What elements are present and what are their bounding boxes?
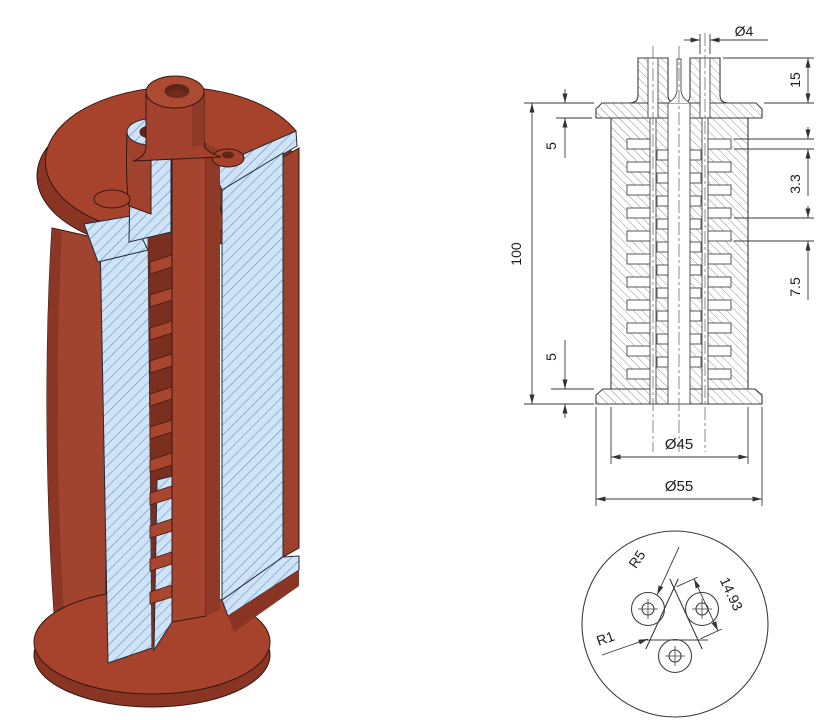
center-cross — [638, 599, 658, 619]
fin-section — [707, 138, 732, 150]
dim-overall-height: 100 — [508, 103, 594, 405]
fin-section — [707, 161, 732, 173]
dim-flange-diameter: Ø55 — [595, 407, 763, 506]
dim-tube-height-label: 15 — [787, 72, 803, 88]
fin-section — [626, 299, 651, 311]
fin-section — [689, 356, 702, 368]
dim-bottom-flange-thickness: 5 — [543, 340, 594, 418]
boss-side-shadow — [192, 92, 204, 147]
dim-bore-label: Ø4 — [735, 23, 754, 39]
dim-corner-radius: R1 — [594, 628, 649, 656]
fin-section — [656, 287, 669, 299]
center-cross — [665, 646, 685, 666]
fin-section — [626, 207, 651, 219]
internal-fins-3d — [149, 254, 173, 605]
center-cross — [692, 599, 712, 619]
fin-section — [626, 276, 651, 288]
core-column — [171, 129, 207, 623]
core-column-shadow — [206, 144, 220, 616]
dim-bore: Ø4 — [684, 23, 768, 54]
fin-section — [656, 310, 669, 322]
fin-section — [689, 241, 702, 253]
hole-boss — [657, 638, 693, 674]
fin-section — [707, 368, 732, 380]
bottom-flange-cut-face-right — [221, 555, 300, 617]
fin-section — [689, 172, 702, 184]
fin-sections — [626, 138, 732, 380]
construction-triangle — [640, 578, 708, 650]
flange-outline-circle — [581, 530, 769, 718]
fin-section — [707, 322, 732, 334]
fin-section — [707, 184, 732, 196]
fin-section — [689, 195, 702, 207]
fin-section — [626, 345, 651, 357]
dim-corner-radius-label: R1 — [594, 628, 616, 649]
fin-section — [689, 264, 702, 276]
fin-section — [707, 276, 732, 288]
wall-cut-face-left — [99, 226, 153, 664]
fin-section — [707, 299, 732, 311]
boss-bore-inner — [168, 89, 186, 98]
fin-section — [626, 161, 651, 173]
fin-section — [626, 138, 651, 150]
fin-section — [626, 230, 651, 242]
fin-section — [626, 253, 651, 265]
dim-hole-spacing-label: 14.93 — [717, 575, 746, 614]
fin-section — [656, 195, 669, 207]
fin-section — [656, 333, 669, 345]
fin-section — [626, 368, 651, 380]
dim-fin-thickness: 3.3 — [734, 127, 814, 196]
section-view: Ø4 15 3.3 7.5 5 — [508, 23, 814, 506]
fin-section — [707, 207, 732, 219]
dim-top-flange-thickness-label: 5 — [543, 142, 559, 150]
bottom-view: 14.93 R5 R1 — [581, 530, 769, 718]
dim-fin-thickness-label: 3.3 — [787, 174, 803, 194]
tube-bore-hole-right — [222, 151, 234, 159]
fin-section — [689, 310, 702, 322]
tube-fillet-pad-left — [93, 189, 131, 209]
fin-section — [689, 287, 702, 299]
fin-section — [656, 356, 669, 368]
fin-section — [689, 149, 702, 161]
fin-section — [656, 264, 669, 276]
dim-tube-height: 15 — [723, 57, 814, 104]
fin-section — [656, 241, 669, 253]
fin-section — [707, 345, 732, 357]
fin-section — [689, 333, 702, 345]
dim-top-flange-thickness: 5 — [524, 89, 594, 158]
bottom-flange-front-right — [228, 570, 299, 632]
dim-fin-pitch: 7.5 — [734, 206, 814, 300]
dim-boss-radius: R5 — [625, 546, 680, 596]
dim-body-diameter: Ø45 — [610, 407, 749, 464]
dim-flange-diameter-label: Ø55 — [665, 478, 693, 495]
wall-cut-face-right — [221, 152, 284, 601]
outer-shell-left-shadow — [46, 228, 64, 617]
dim-overall-height-label: 100 — [508, 242, 524, 266]
fin-section — [656, 149, 669, 161]
fin-section — [656, 172, 669, 184]
fin-section — [689, 218, 702, 230]
dim-hole-spacing: 14.93 — [676, 575, 746, 640]
dim-body-diameter-label: Ø45 — [665, 436, 693, 453]
dim-bottom-flange-thickness-label: 5 — [543, 353, 559, 361]
dim-boss-radius-label: R5 — [625, 547, 648, 571]
fin-section — [656, 218, 669, 230]
dim-fin-pitch-label: 7.5 — [787, 277, 803, 297]
outer-shell-right-sliver — [282, 147, 300, 558]
fin-section — [707, 230, 732, 242]
fin-section — [626, 184, 651, 196]
fin-section — [707, 253, 732, 265]
fin-section — [626, 322, 651, 334]
render-3d-cutaway — [33, 75, 300, 708]
